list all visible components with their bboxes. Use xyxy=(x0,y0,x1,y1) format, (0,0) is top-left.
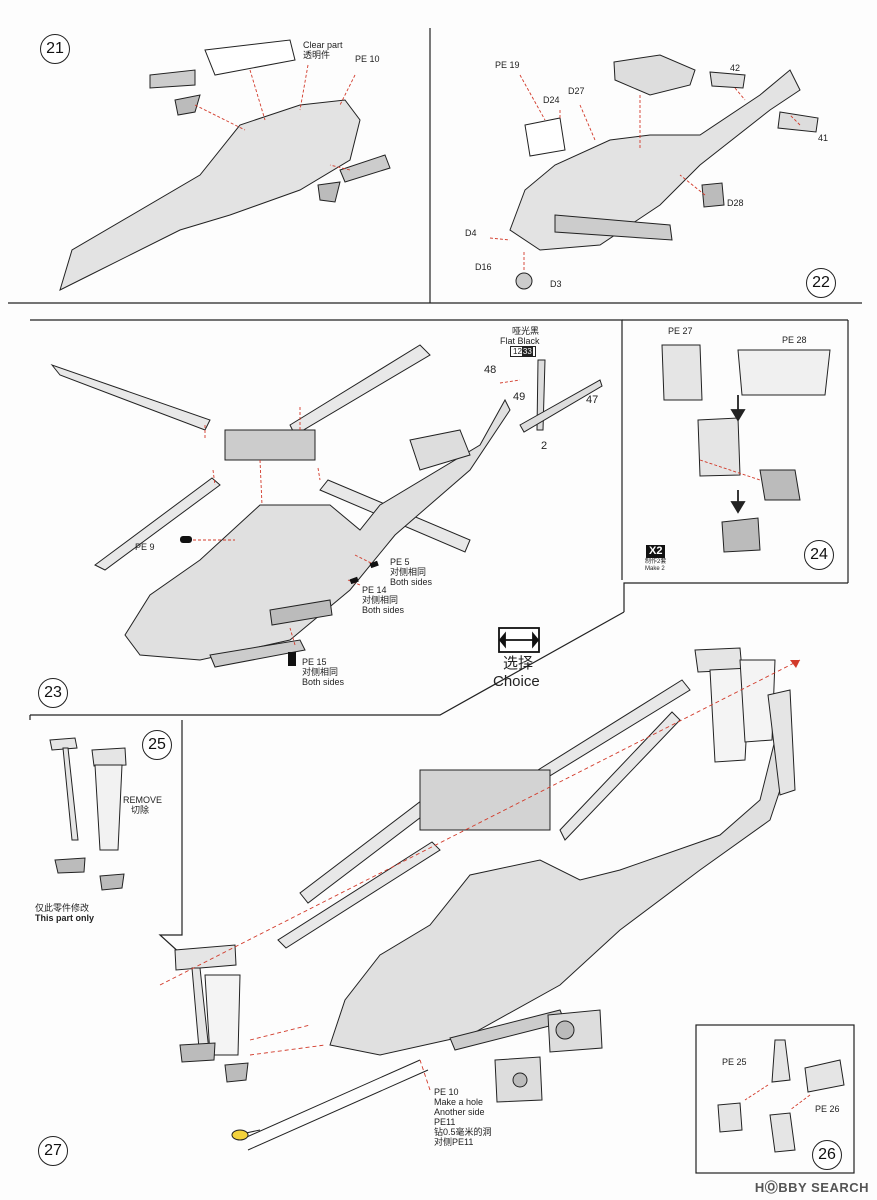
paint-code-box: 1233 xyxy=(510,346,536,357)
step-number-25: 25 xyxy=(142,730,172,760)
paint-code-b: 33 xyxy=(521,347,533,356)
step26-parts xyxy=(717,1039,845,1153)
step27-fuselage xyxy=(329,738,791,1103)
clear-part-label: Clear part xyxy=(303,40,343,50)
pe15-cn: 对侧相同 xyxy=(302,667,339,677)
d16-label: D16 xyxy=(475,262,492,272)
step22-fuselage xyxy=(509,54,819,290)
step25-stand xyxy=(49,737,127,891)
make-2-label: Make 2 xyxy=(645,566,665,572)
step27-stand-left xyxy=(174,944,249,1083)
d28-label: D28 xyxy=(727,198,744,208)
pe11-label: PE11 xyxy=(434,1117,456,1127)
pe5-cn: 对侧相同 xyxy=(390,567,427,577)
site-watermark: HⓄBBY SEARCH xyxy=(754,1180,869,1195)
step27-rotor-blades xyxy=(277,679,691,949)
another-side-label: Another side xyxy=(434,1107,485,1117)
pe9-label: PE 9 xyxy=(135,542,155,552)
paint-code-a: 12 xyxy=(513,347,522,356)
pe14-cn: 对侧相同 xyxy=(362,595,399,605)
step-number-22: 22 xyxy=(806,268,836,298)
pe15-label: PE 15 xyxy=(302,657,327,667)
make-count-badge: X2 xyxy=(646,545,666,558)
pe10-label-27: PE 10 xyxy=(434,1087,459,1097)
d4-label: D4 xyxy=(465,228,477,238)
pe14-label: PE 14 xyxy=(362,585,387,595)
pe19-label: PE 19 xyxy=(495,60,520,70)
flat-black-label: Flat Black xyxy=(500,336,540,346)
paint-code: 1233 xyxy=(510,346,536,357)
clear-part-label-cn: 透明件 xyxy=(303,50,331,60)
d3-label: D3 xyxy=(550,279,562,289)
pe5-label: PE 5 xyxy=(390,557,410,567)
choice-label-cn: 选择 xyxy=(503,655,534,672)
pe26-label: PE 26 xyxy=(815,1104,840,1114)
drill-hole-cn: 钻0.5毫米的洞 xyxy=(434,1127,492,1137)
pe5-both-sides: Both sides xyxy=(390,577,433,587)
d27-label: D27 xyxy=(568,86,585,96)
part-48-label: 48 xyxy=(484,364,497,376)
pe25-label: PE 25 xyxy=(722,1057,747,1067)
pe27-label: PE 27 xyxy=(668,326,693,336)
step-number-26: 26 xyxy=(812,1140,842,1170)
this-part-only-label: This part only xyxy=(35,913,95,923)
remove-label: REMOVE xyxy=(123,795,163,805)
step23-fuselage xyxy=(124,398,511,668)
choice-arrow-icon xyxy=(498,627,540,653)
step-number-24: 24 xyxy=(804,540,834,570)
remove-label-cn: 切除 xyxy=(131,805,150,815)
flat-black-label-cn: 哑光黑 xyxy=(512,326,540,336)
part-47-label: 47 xyxy=(586,394,599,406)
d24-label: D24 xyxy=(543,95,560,105)
part-2-label: 2 xyxy=(541,440,548,452)
pe14-both-sides: Both sides xyxy=(362,605,405,615)
pe11-cn: 对侧PE11 xyxy=(434,1137,474,1147)
make-a-hole-label: Make a hole xyxy=(434,1097,484,1107)
make-2-cn: 制作2套 xyxy=(645,559,667,565)
step21-fuselage xyxy=(59,39,391,291)
part-42-label: 42 xyxy=(730,63,741,73)
step27-tow-bar xyxy=(231,1059,429,1151)
step-number-27: 27 xyxy=(38,1136,68,1166)
step27-stand-right xyxy=(694,647,796,796)
pe10-label-21: PE 10 xyxy=(355,54,380,64)
step23-tail-rotor xyxy=(519,359,603,433)
step24-parts xyxy=(661,344,831,553)
step-number-21: 21 xyxy=(40,34,70,64)
pe15-both-sides: Both sides xyxy=(302,677,345,687)
part-41-label: 41 xyxy=(818,133,829,143)
part-49-label: 49 xyxy=(513,391,526,403)
pe28-label: PE 28 xyxy=(782,335,807,345)
this-part-only-cn: 仅此零件修改 xyxy=(35,903,90,913)
step-number-23: 23 xyxy=(38,678,68,708)
choice-label: Choice xyxy=(493,673,540,690)
